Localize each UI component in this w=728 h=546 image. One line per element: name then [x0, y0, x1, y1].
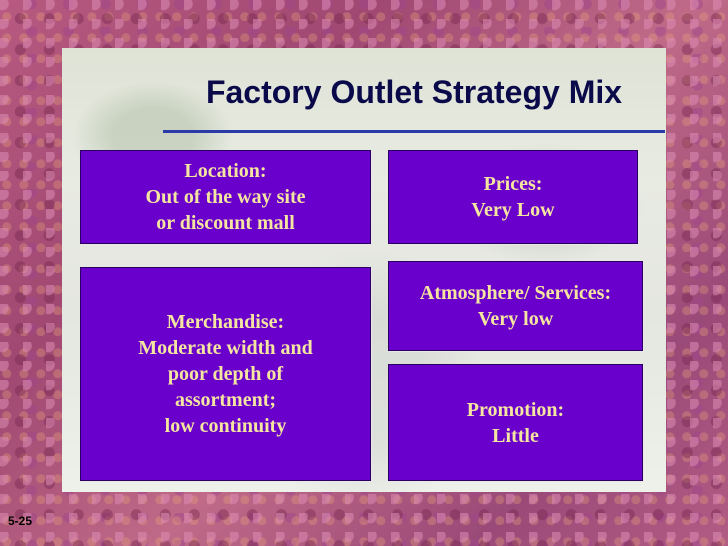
location-heading: Location: [184, 160, 267, 182]
prices-box: Prices: Very Low [388, 150, 638, 244]
promotion-heading: Promotion: [466, 398, 565, 421]
location-line-1: Out of the way site [145, 186, 306, 208]
atmosphere-heading: Atmosphere/ Services: [419, 282, 612, 304]
location-box: Location: Out of the way site or discoun… [80, 150, 371, 244]
atmosphere-box: Atmosphere/ Services: Very low [388, 261, 643, 351]
merchandise-line-1: Moderate width and [138, 337, 313, 359]
promotion-line-1: Little [492, 424, 539, 447]
merchandise-heading: Merchandise: [166, 311, 285, 333]
slide-number: 5-25 [8, 514, 33, 528]
merchandise-line-4: low continuity [164, 415, 287, 437]
merchandise-line-2: poor depth of [167, 363, 284, 385]
atmosphere-line-1: Very low [477, 308, 554, 330]
location-line-2: or discount mall [156, 212, 295, 234]
merchandise-line-3: assortment; [174, 389, 277, 411]
title-underline [163, 130, 665, 133]
prices-line-1: Very Low [471, 199, 555, 221]
slide-title: Factory Outlet Strategy Mix [205, 74, 623, 110]
prices-heading: Prices: [483, 173, 543, 195]
merchandise-box: Merchandise: Moderate width and poor dep… [80, 267, 371, 481]
promotion-box: Promotion: Little [388, 364, 643, 481]
